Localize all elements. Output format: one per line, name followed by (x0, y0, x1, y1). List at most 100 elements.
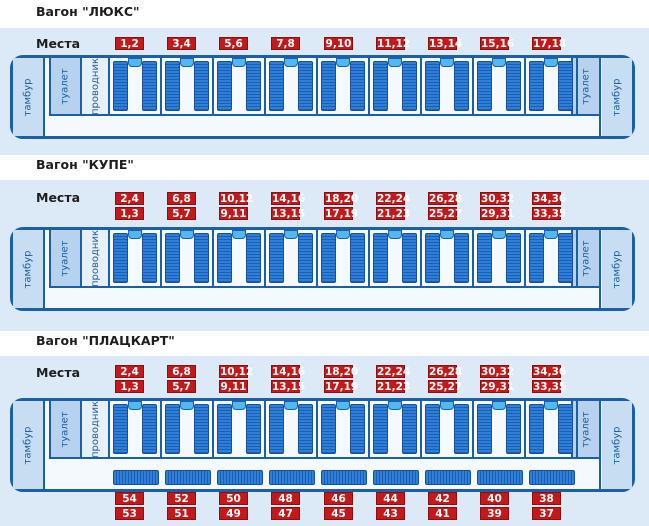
seat-badge-5,7[interactable]: 5,7 (167, 380, 196, 393)
seat-badge-37[interactable]: 37 (532, 507, 561, 520)
seat-badge-50[interactable]: 50 (219, 492, 248, 505)
seat-badge-29,31[interactable]: 29,31 (480, 207, 515, 220)
seat-badge-26,28[interactable]: 26,28 (428, 192, 463, 205)
seat-badge-44[interactable]: 44 (376, 492, 405, 505)
seat-badge-7,8[interactable]: 7,8 (271, 37, 300, 50)
seat-badge-6,8[interactable]: 6,8 (167, 192, 196, 205)
seat-badge-6,8[interactable]: 6,8 (167, 365, 196, 378)
side-berth[interactable] (113, 470, 159, 485)
berth[interactable] (194, 61, 209, 111)
seat-badge-41[interactable]: 41 (428, 507, 457, 520)
berth[interactable] (402, 404, 417, 454)
berth[interactable] (165, 404, 180, 454)
berth[interactable] (350, 61, 365, 111)
seat-badge-21,23[interactable]: 21,23 (376, 380, 411, 393)
side-berth[interactable] (477, 470, 523, 485)
seat-badge-30,32[interactable]: 30,32 (480, 365, 515, 378)
berth[interactable] (298, 61, 313, 111)
side-berth[interactable] (425, 470, 471, 485)
seat-badge-39[interactable]: 39 (480, 507, 509, 520)
berth[interactable] (350, 233, 365, 283)
berth[interactable] (506, 233, 521, 283)
side-berth[interactable] (529, 470, 575, 485)
seat-badge-52[interactable]: 52 (167, 492, 196, 505)
seat-badge-46[interactable]: 46 (324, 492, 353, 505)
berth[interactable] (269, 404, 284, 454)
berth[interactable] (477, 233, 492, 283)
seat-badge-5,6[interactable]: 5,6 (219, 37, 248, 50)
berth[interactable] (454, 233, 469, 283)
seat-badge-34,36[interactable]: 34,36 (532, 192, 567, 205)
seat-badge-9,11[interactable]: 9,11 (219, 207, 248, 220)
berth[interactable] (113, 233, 128, 283)
seat-badge-25,27[interactable]: 25,27 (428, 380, 463, 393)
seat-badge-1,2[interactable]: 1,2 (115, 37, 144, 50)
seat-badge-54[interactable]: 54 (115, 492, 144, 505)
seat-badge-21,23[interactable]: 21,23 (376, 207, 411, 220)
berth[interactable] (321, 404, 336, 454)
berth[interactable] (402, 233, 417, 283)
seat-badge-18,20[interactable]: 18,20 (324, 192, 359, 205)
seat-badge-10,12[interactable]: 10,12 (219, 365, 254, 378)
berth[interactable] (477, 404, 492, 454)
berth[interactable] (506, 61, 521, 111)
side-berth[interactable] (165, 470, 211, 485)
berth[interactable] (321, 61, 336, 111)
seat-badge-33,35[interactable]: 33,35 (532, 380, 567, 393)
seat-badge-49[interactable]: 49 (219, 507, 248, 520)
berth[interactable] (454, 404, 469, 454)
berth[interactable] (529, 61, 544, 111)
berth[interactable] (373, 61, 388, 111)
seat-badge-34,36[interactable]: 34,36 (532, 365, 567, 378)
seat-badge-22,24[interactable]: 22,24 (376, 192, 411, 205)
seat-badge-40[interactable]: 40 (480, 492, 509, 505)
berth[interactable] (402, 61, 417, 111)
berth[interactable] (165, 61, 180, 111)
berth[interactable] (269, 233, 284, 283)
seat-badge-33,35[interactable]: 33,35 (532, 207, 567, 220)
seat-badge-48[interactable]: 48 (271, 492, 300, 505)
seat-badge-42[interactable]: 42 (428, 492, 457, 505)
seat-badge-2,4[interactable]: 2,4 (115, 192, 144, 205)
berth[interactable] (142, 233, 157, 283)
seat-badge-30,32[interactable]: 30,32 (480, 192, 515, 205)
seat-badge-29,31[interactable]: 29,31 (480, 380, 515, 393)
seat-badge-5,7[interactable]: 5,7 (167, 207, 196, 220)
berth[interactable] (217, 61, 232, 111)
berth[interactable] (373, 404, 388, 454)
seat-badge-10,12[interactable]: 10,12 (219, 192, 254, 205)
side-berth[interactable] (217, 470, 263, 485)
seat-badge-18,20[interactable]: 18,20 (324, 365, 359, 378)
seat-badge-2,4[interactable]: 2,4 (115, 365, 144, 378)
berth[interactable] (246, 233, 261, 283)
berth[interactable] (373, 233, 388, 283)
seat-badge-26,28[interactable]: 26,28 (428, 365, 463, 378)
berth[interactable] (425, 233, 440, 283)
seat-badge-45[interactable]: 45 (324, 507, 353, 520)
seat-badge-38[interactable]: 38 (532, 492, 561, 505)
berth[interactable] (194, 233, 209, 283)
berth[interactable] (558, 61, 573, 111)
seat-badge-17,19[interactable]: 17,19 (324, 380, 359, 393)
seat-badge-11,12[interactable]: 11,12 (376, 37, 411, 50)
side-berth[interactable] (373, 470, 419, 485)
berth[interactable] (425, 61, 440, 111)
seat-badge-9,11[interactable]: 9,11 (219, 380, 248, 393)
berth[interactable] (298, 404, 313, 454)
berth[interactable] (298, 233, 313, 283)
berth[interactable] (477, 61, 492, 111)
berth[interactable] (113, 61, 128, 111)
side-berth[interactable] (321, 470, 367, 485)
berth[interactable] (529, 233, 544, 283)
berth[interactable] (454, 61, 469, 111)
berth[interactable] (217, 404, 232, 454)
seat-badge-43[interactable]: 43 (376, 507, 405, 520)
seat-badge-53[interactable]: 53 (115, 507, 144, 520)
berth[interactable] (217, 233, 232, 283)
seat-badge-9,10[interactable]: 9,10 (324, 37, 353, 50)
seat-badge-13,15[interactable]: 13,15 (271, 380, 306, 393)
seat-badge-15,16[interactable]: 15,16 (480, 37, 515, 50)
berth[interactable] (246, 404, 261, 454)
seat-badge-22,24[interactable]: 22,24 (376, 365, 411, 378)
berth[interactable] (321, 233, 336, 283)
